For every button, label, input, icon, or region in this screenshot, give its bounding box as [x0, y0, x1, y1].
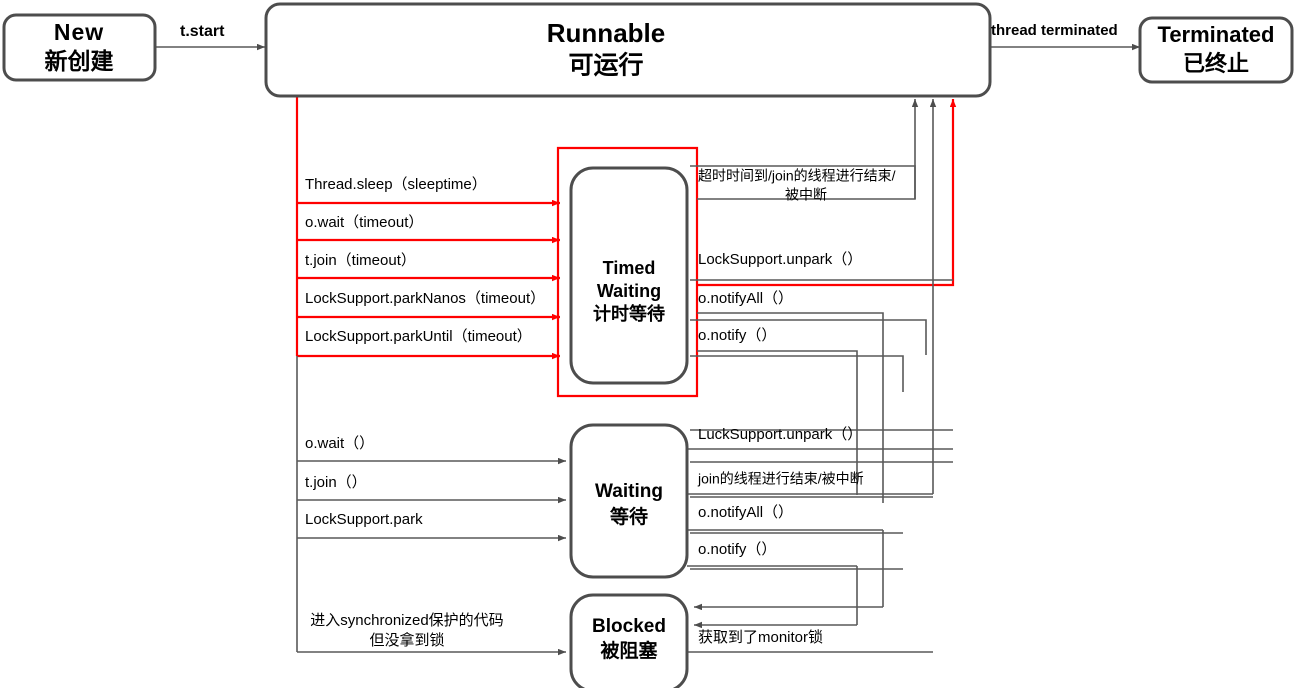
label-to-waiting-3: LockSupport.park — [305, 511, 423, 528]
state-box-terminated[interactable] — [1138, 16, 1294, 84]
transition-labels: t.start thread terminated Thread.sleep（s… — [180, 22, 1118, 649]
state-label-new-en: New — [54, 19, 104, 45]
label-from-waiting-2: join的线程进行结束/被中断 — [697, 471, 864, 487]
label-to-timed-3: t.join（timeout） — [305, 252, 416, 269]
label-from-blocked: 获取到了monitor锁 — [698, 629, 823, 646]
label-from-waiting-4: o.notify（） — [698, 541, 776, 558]
label-to-blocked-line1: 进入synchronized保护的代码 — [310, 612, 503, 629]
state-label-blocked-en: Blocked — [592, 616, 666, 637]
red-highlight-paths — [295, 96, 957, 398]
state-labels: New 新创建 Runnable 可运行 Terminated 已终止 Time… — [45, 18, 1275, 662]
label-from-timed-3: o.notifyAll（） — [698, 290, 793, 307]
label-from-timed-1-line2: 被中断 — [785, 187, 827, 203]
state-box-blocked[interactable] — [569, 593, 689, 688]
labelbox-timed-1 — [690, 165, 916, 199]
label-to-blocked-line2: 但没拿到锁 — [369, 631, 444, 649]
label-from-timed-4: o.notify（） — [698, 327, 776, 344]
state-box-timed-waiting[interactable] — [569, 166, 689, 385]
label-from-waiting-1: LuckSupport.unpark（） — [698, 426, 862, 443]
label-thread-terminated: thread terminated — [991, 22, 1118, 39]
state-label-terminated-zh: 已终止 — [1183, 51, 1249, 76]
state-label-terminated-en: Terminated — [1158, 22, 1275, 47]
state-label-waiting-en: Waiting — [595, 481, 663, 502]
state-label-timed-waiting-zh: 计时等待 — [593, 303, 665, 324]
label-from-waiting-3: o.notifyAll（） — [698, 504, 793, 521]
state-label-runnable-en: Runnable — [547, 18, 665, 48]
red-group-outline — [556, 146, 699, 398]
label-to-waiting-1: o.wait（） — [305, 435, 374, 452]
state-box-new[interactable] — [2, 13, 157, 82]
labelbox-timed-4 — [690, 355, 904, 392]
state-label-runnable-zh: 可运行 — [568, 52, 643, 80]
label-from-timed-2: LockSupport.unpark（） — [698, 251, 862, 268]
label-to-timed-4: LockSupport.parkNanos（timeout） — [305, 290, 545, 307]
state-label-timed-waiting-en2: Waiting — [597, 281, 661, 301]
state-box-waiting[interactable] — [569, 423, 689, 579]
label-from-timed-1-line1: 超时时间到/join的线程进行结束/ — [698, 168, 896, 184]
red-return-to-runnable — [697, 99, 957, 287]
state-label-new-zh: 新创建 — [45, 48, 114, 74]
return-timed-timeout — [697, 99, 919, 200]
gray-connector-paths — [155, 43, 1140, 656]
state-label-blocked-zh: 被阻塞 — [600, 639, 658, 662]
label-to-timed-2: o.wait（timeout） — [305, 214, 423, 231]
label-to-waiting-2: t.join（） — [305, 474, 367, 491]
return-timed-notify — [697, 350, 858, 495]
state-label-timed-waiting-en1: Timed — [603, 258, 656, 278]
label-to-timed-5: LockSupport.parkUntil（timeout） — [305, 328, 532, 345]
label-t-start: t.start — [180, 23, 225, 40]
label-to-timed-1: Thread.sleep（sleeptime） — [305, 176, 487, 193]
return-timed-notifyall — [697, 312, 884, 503]
state-label-waiting-zh: 等待 — [609, 505, 648, 528]
labelbox-timed-3 — [690, 319, 927, 355]
state-box-runnable[interactable] — [264, 2, 992, 98]
